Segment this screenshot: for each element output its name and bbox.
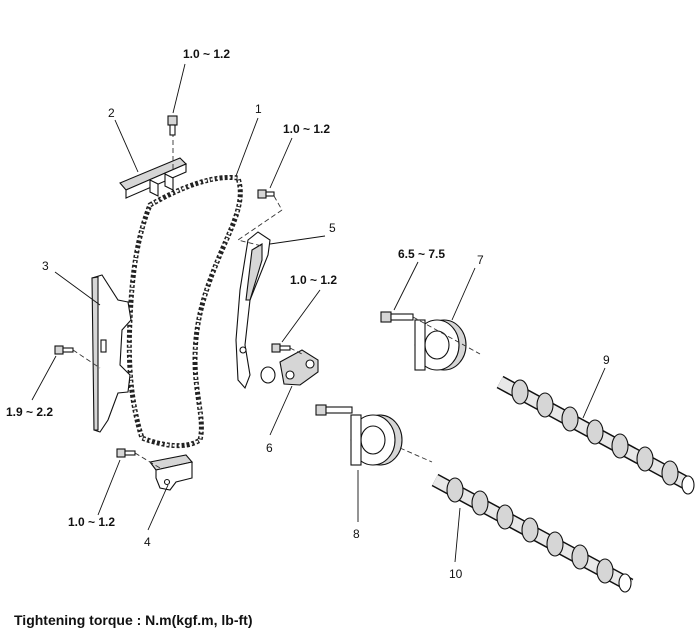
upper-chain-guide <box>119 132 187 199</box>
tightening-torque-note: Tightening torque : N.m(kgf.m, lb-ft) <box>14 612 253 628</box>
callout-8: 8 <box>353 527 360 541</box>
torque-chain-guide-lower-bolt: 1.9 ~ 2.2 <box>6 405 53 419</box>
callout-numbers: 1 2 3 4 5 6 7 8 9 10 <box>42 102 610 581</box>
leader-lines <box>31 63 606 563</box>
auto-tensioner-bolt <box>271 343 303 355</box>
exhaust-cvvt-assembly <box>414 319 467 371</box>
exhaust-camshaft <box>496 375 695 495</box>
upper-guide-bolt <box>167 115 178 136</box>
exhaust-cvvt-bolt <box>380 311 481 355</box>
callout-5: 5 <box>329 221 336 235</box>
intake-camshaft <box>431 473 634 593</box>
timing-chain <box>126 174 243 449</box>
torque-auto-tensioner-bolt: 1.0 ~ 1.2 <box>290 273 337 287</box>
callout-2: 2 <box>108 106 115 120</box>
auto-tensioner <box>260 349 319 386</box>
lower-chain-guide <box>149 454 194 491</box>
torque-cvvt-bolt: 6.5 ~ 7.5 <box>398 247 445 261</box>
chain-guide <box>91 274 132 433</box>
intake-cvvt-assembly <box>350 414 403 466</box>
tensioner-arm-bolt <box>236 189 283 247</box>
callout-1: 1 <box>255 102 262 116</box>
torque-labels: 1.0 ~ 1.2 1.0 ~ 1.2 1.0 ~ 1.2 6.5 ~ 7.5 … <box>6 47 445 529</box>
callout-10: 10 <box>449 567 463 581</box>
callout-3: 3 <box>42 259 49 273</box>
torque-tensioner-arm-bolt: 1.0 ~ 1.2 <box>283 122 330 136</box>
torque-lower-guide-bolt: 1.0 ~ 1.2 <box>68 515 115 529</box>
torque-chain-guide-bolt: 1.0 ~ 1.2 <box>183 47 230 61</box>
callout-9: 9 <box>603 353 610 367</box>
tensioner-arm <box>235 231 271 390</box>
callout-4: 4 <box>144 535 151 549</box>
lower-guide-bolt <box>116 448 161 469</box>
callout-7: 7 <box>477 253 484 267</box>
chain-guide-bolt <box>54 345 101 369</box>
callout-6: 6 <box>266 441 273 455</box>
intake-cvvt-bolt <box>315 404 433 463</box>
